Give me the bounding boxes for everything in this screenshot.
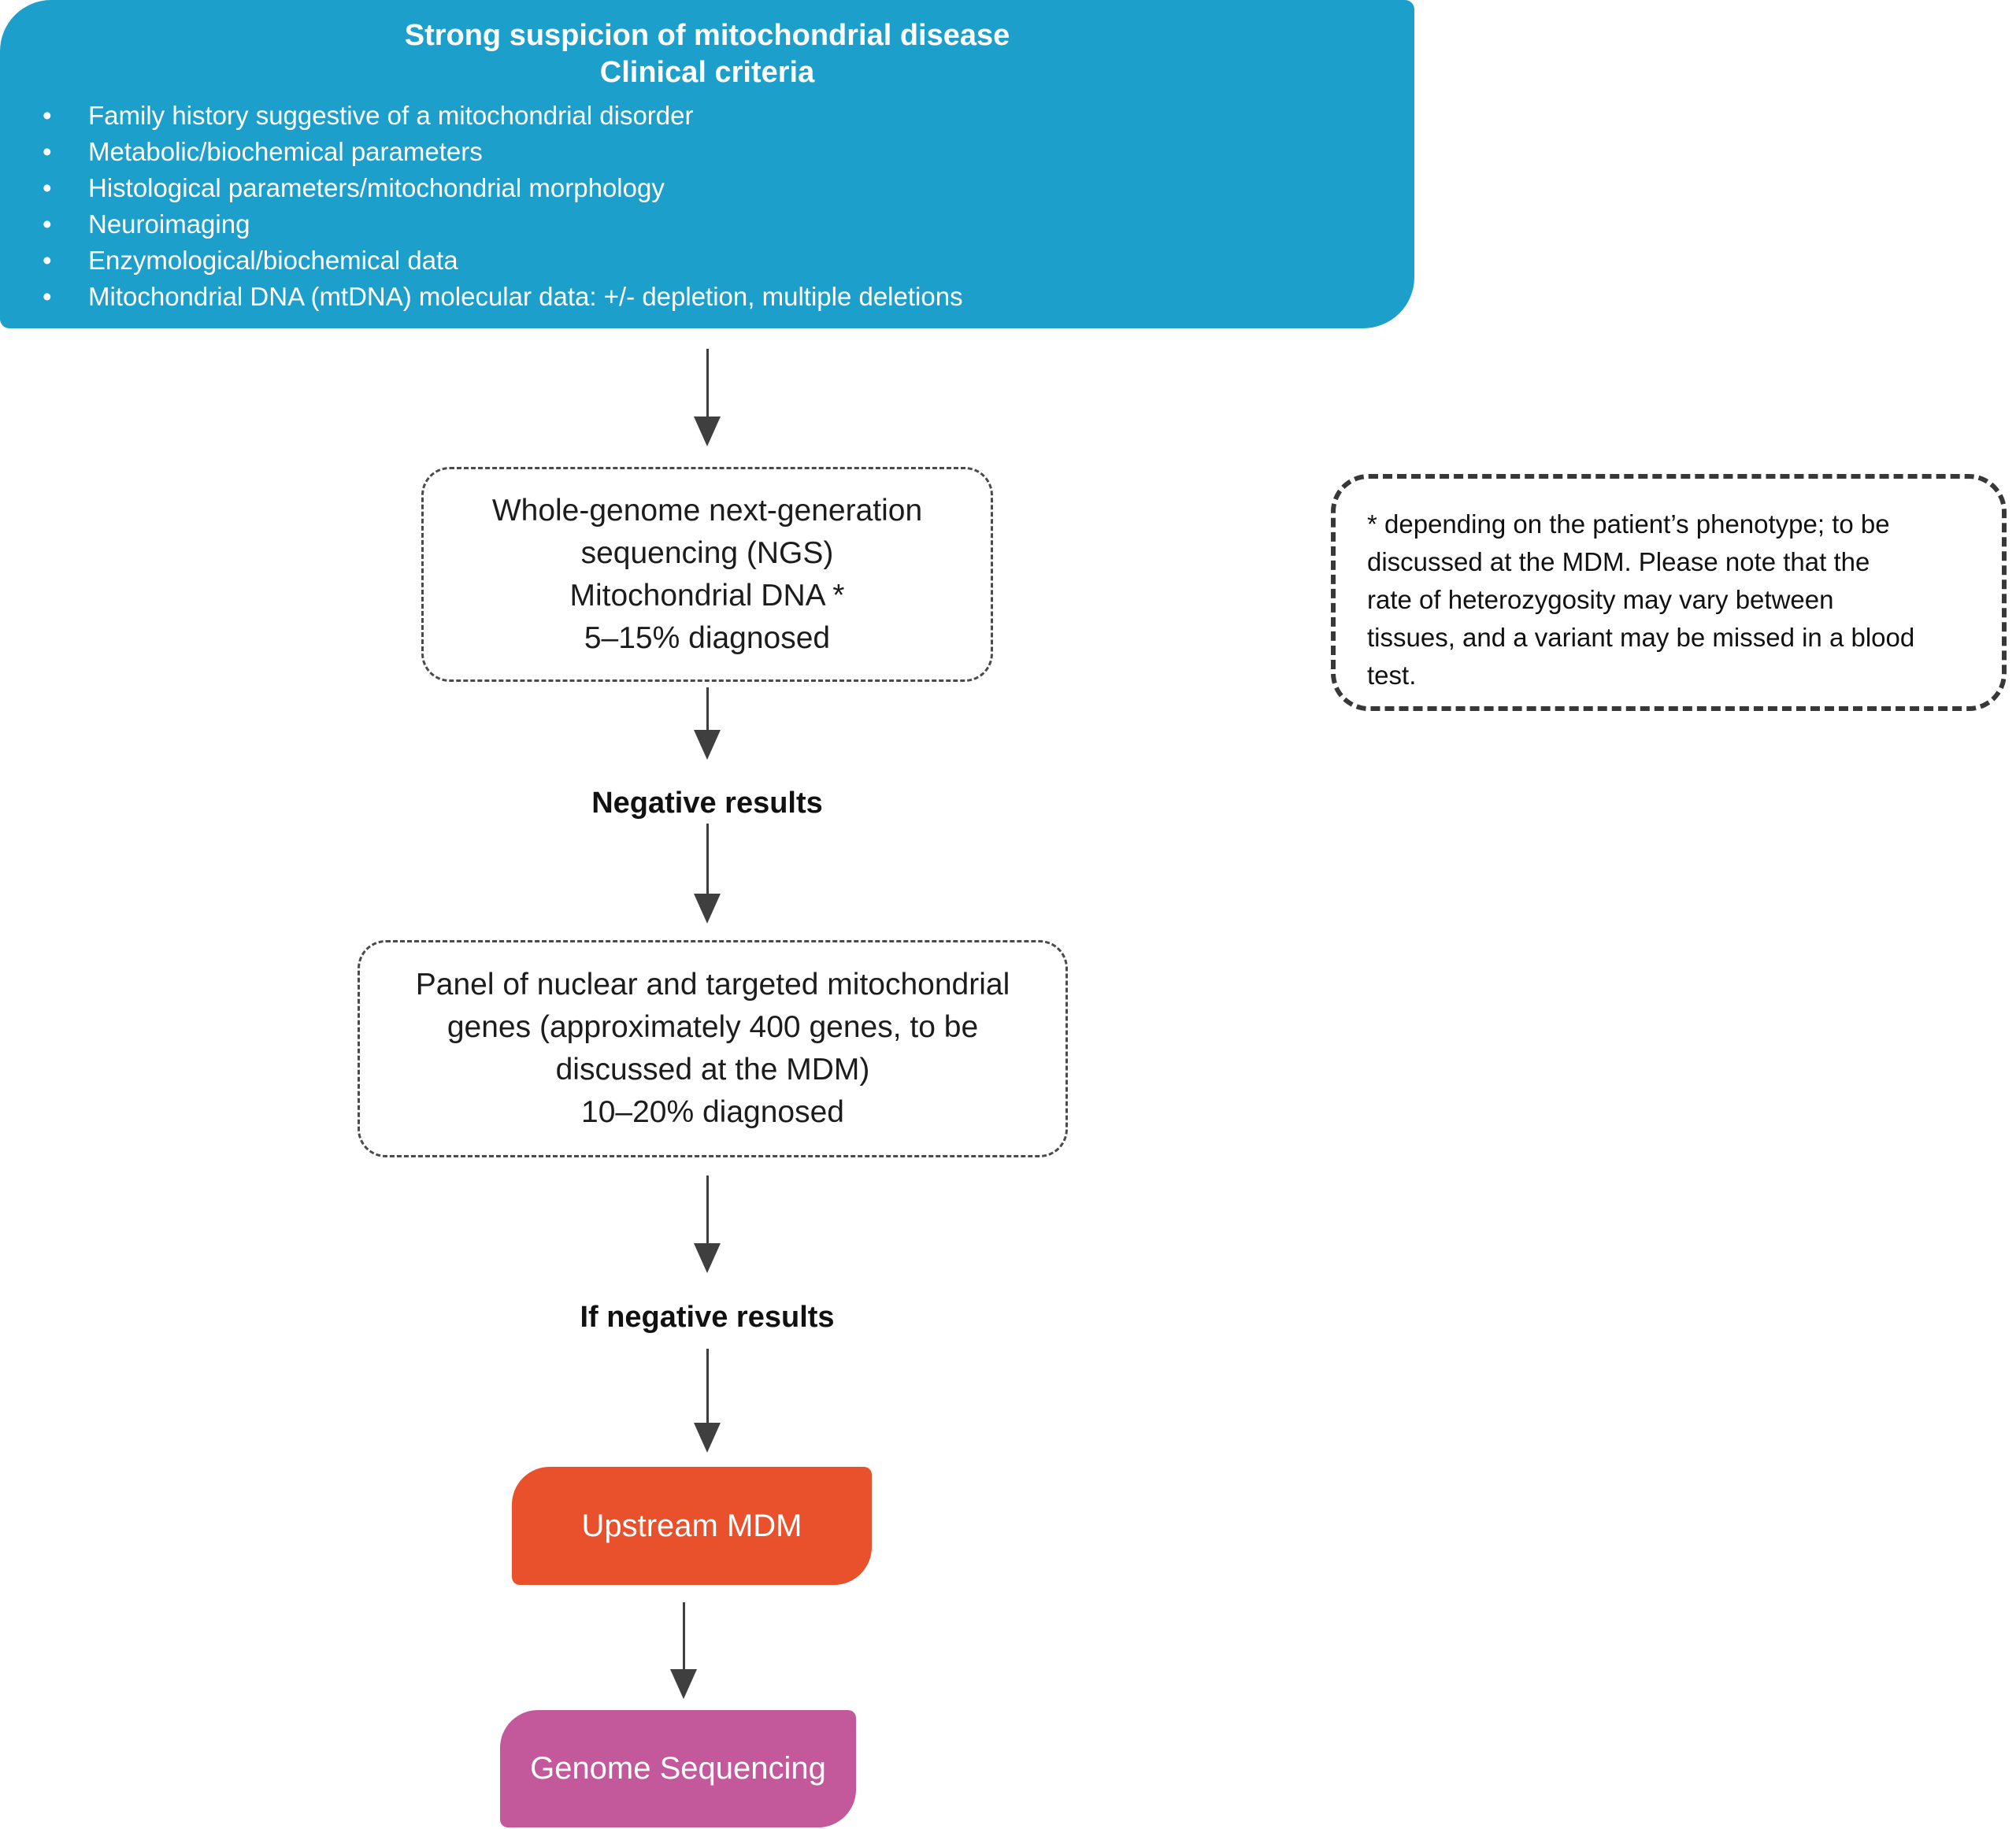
upstream-mdm-label: Upstream MDM: [581, 1508, 802, 1543]
bullet-item: Enzymological/biochemical data: [0, 243, 1414, 279]
arrow-head-icon: [694, 417, 721, 446]
panel-box: Panel of nuclear and targeted mitochondr…: [358, 940, 1068, 1157]
if-negative-results-label: If negative results: [580, 1301, 835, 1334]
flow-arrow-if-negative-to-upstream: [694, 1349, 721, 1453]
flow-arrow-criteria-to-ngs: [694, 349, 721, 446]
phenotype-note-box: * depending on the patient’s phenotype; …: [1331, 474, 2007, 711]
ngs-box-line: sequencing (NGS): [580, 535, 834, 570]
clinical-criteria-box: Strong suspicion of mitochondrial diseas…: [0, 0, 1414, 328]
arrow-shaft: [706, 687, 709, 730]
clinical-title-line-2: Clinical criteria: [599, 56, 815, 89]
arrow-shaft: [706, 349, 709, 417]
arrow-head-icon: [694, 1423, 721, 1453]
arrow-shaft: [706, 1349, 709, 1423]
arrow-head-icon: [694, 894, 721, 924]
flow-arrow-negative-to-panel: [694, 824, 721, 924]
note-line: rate of heterozygosity may vary between: [1367, 585, 1834, 614]
note-line: discussed at the MDM. Please note that t…: [1367, 547, 1870, 576]
arrow-head-icon: [694, 730, 721, 760]
bullet-item: Neuroimaging: [0, 206, 1414, 243]
panel-box-line: discussed at the MDM): [555, 1053, 870, 1087]
ngs-box-line: Mitochondrial DNA *: [569, 578, 845, 613]
flow-arrow-panel-to-if-negative: [694, 1176, 721, 1273]
arrow-head-icon: [694, 1243, 721, 1273]
ngs-box-line: Whole-genome next-generation: [491, 493, 923, 528]
bullet-item: Histological parameters/mitochondrial mo…: [0, 170, 1414, 206]
ngs-box-line: 5–15% diagnosed: [584, 620, 831, 655]
note-line: test.: [1367, 661, 1417, 690]
clinical-title-line-1: Strong suspicion of mitochondrial diseas…: [404, 19, 1010, 52]
clinical-bullet-list: Family history suggestive of a mitochond…: [0, 98, 1414, 315]
arrow-shaft: [706, 1176, 709, 1243]
ngs-box: Whole-genome next-generation sequencing …: [421, 467, 993, 682]
bullet-item: Mitochondrial DNA (mtDNA) molecular data…: [0, 279, 1414, 315]
note-line: * depending on the patient’s phenotype; …: [1367, 509, 1890, 539]
flow-arrow-upstream-to-genome: [670, 1602, 697, 1699]
upstream-mdm-box: Upstream MDM: [512, 1467, 872, 1585]
arrow-shaft: [706, 824, 709, 894]
arrow-head-icon: [670, 1669, 697, 1699]
flow-arrow-ngs-to-negative: [694, 687, 721, 760]
genome-sequencing-label: Genome Sequencing: [530, 1751, 826, 1786]
arrow-shaft: [682, 1602, 685, 1669]
genome-sequencing-box: Genome Sequencing: [500, 1710, 856, 1827]
panel-box-line: Panel of nuclear and targeted mitochondr…: [415, 968, 1010, 1002]
bullet-item: Metabolic/biochemical parameters: [0, 134, 1414, 170]
panel-box-line: genes (approximately 400 genes, to be: [447, 1010, 979, 1044]
bullet-item: Family history suggestive of a mitochond…: [0, 98, 1414, 134]
note-line: tissues, and a variant may be missed in …: [1367, 623, 1915, 652]
panel-box-line: 10–20% diagnosed: [581, 1095, 844, 1129]
negative-results-label: Negative results: [591, 787, 823, 820]
